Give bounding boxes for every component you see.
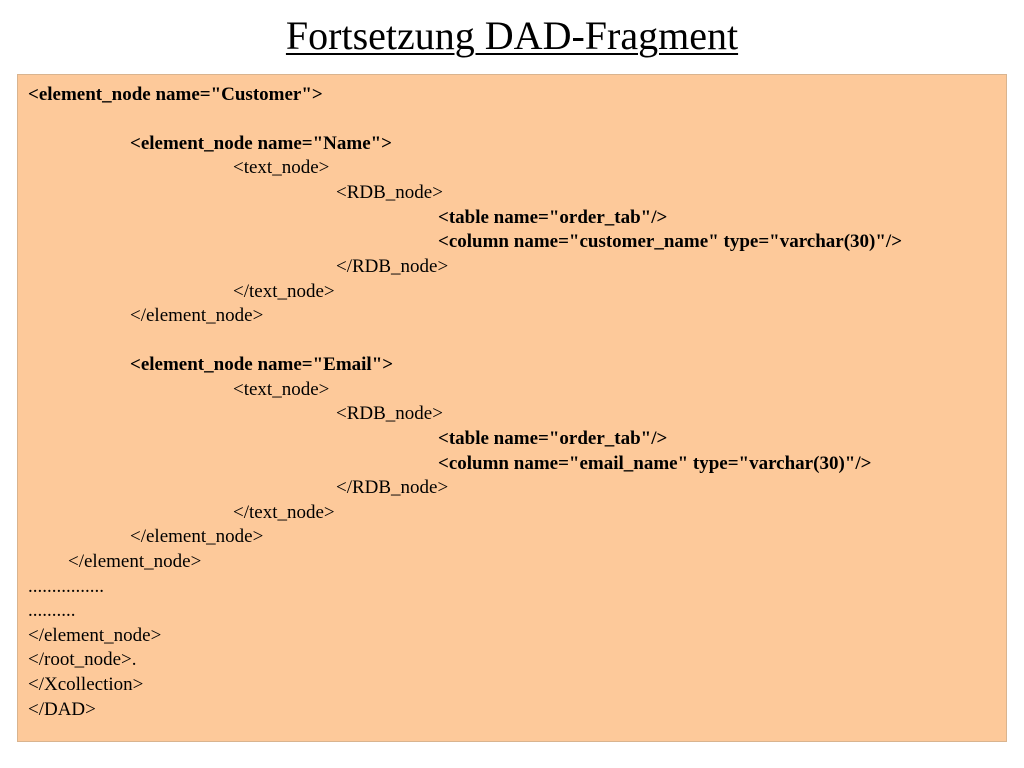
code-line: <text_node> bbox=[233, 157, 330, 178]
code-line: <table name="order_tab"/> bbox=[438, 207, 668, 228]
code-line: </text_node> bbox=[233, 502, 335, 523]
code-line: <element_node name="Customer"> bbox=[28, 84, 323, 105]
code-line: <text_node> bbox=[233, 379, 330, 400]
code-line: </element_node> bbox=[28, 625, 162, 646]
code-line: .......... bbox=[28, 600, 76, 621]
code-line: </element_node> bbox=[130, 526, 264, 547]
code-line: ................ bbox=[28, 576, 104, 597]
code-line: <RDB_node> bbox=[336, 403, 443, 424]
code-line: <RDB_node> bbox=[336, 182, 443, 203]
code-block: <element_node name="Customer"> <element_… bbox=[17, 74, 1007, 742]
slide-title: Fortsetzung DAD-Fragment bbox=[285, 13, 739, 58]
code-line: <column name="email_name" type="varchar(… bbox=[438, 453, 872, 474]
code-line: <element_node name="Name"> bbox=[130, 133, 393, 154]
code-line: </element_node> bbox=[130, 305, 264, 326]
code-line: </root_node>. bbox=[28, 649, 137, 670]
code-line: </Xcollection> bbox=[28, 674, 144, 695]
code-line: </DAD> bbox=[28, 699, 96, 720]
code-line: <column name="customer_name" type="varch… bbox=[438, 231, 903, 252]
code-line: <table name="order_tab"/> bbox=[438, 428, 668, 449]
code-line: </element_node> bbox=[68, 551, 202, 572]
code-line: </RDB_node> bbox=[336, 256, 449, 277]
code-line: </RDB_node> bbox=[336, 477, 449, 498]
code-line: </text_node> bbox=[233, 281, 335, 302]
code-line: <element_node name="Email"> bbox=[130, 354, 394, 375]
